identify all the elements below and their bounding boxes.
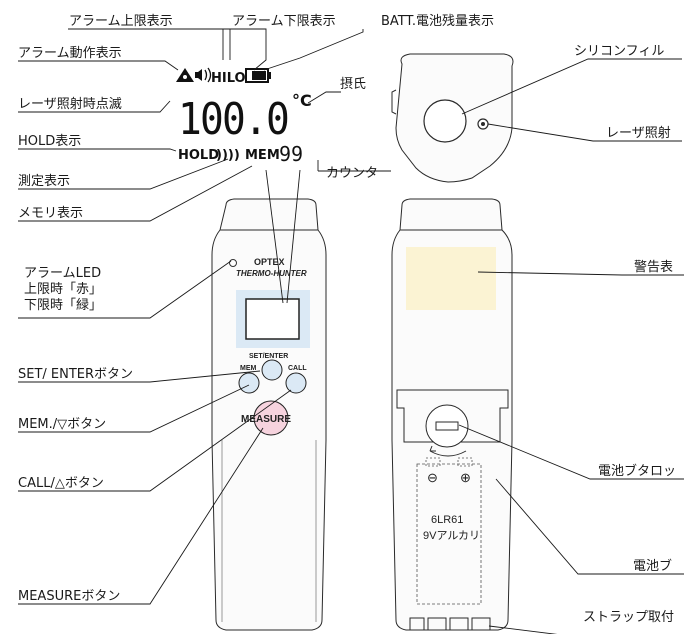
minus-terminal: ⊖ bbox=[427, 470, 438, 485]
battery-outline bbox=[416, 463, 482, 605]
label-alarm-led-2: 上限時「赤」 bbox=[24, 282, 102, 297]
lcd-temperature: 100.0 bbox=[178, 94, 288, 145]
lcd-closeup: HILO 100.0 °C HOLD )))) MEM 99 bbox=[176, 67, 312, 166]
labels: アラーム上限表示 アラーム下限表示 BATT.電池残量表示 アラーム動作表示 レ… bbox=[18, 14, 676, 625]
alarm-triangle-dot bbox=[183, 75, 187, 79]
battery-icon bbox=[245, 68, 271, 83]
lcd-hold: HOLD bbox=[178, 148, 219, 163]
battery-terminal-right bbox=[457, 457, 473, 467]
device-back: ⊖ ⊕ 6LR61 9Vアルカリ bbox=[391, 198, 513, 631]
sensor-head bbox=[391, 53, 514, 183]
label-laser-emit: レーザ照射 bbox=[606, 125, 671, 141]
label-measuring: 測定表示 bbox=[18, 174, 70, 189]
display-screen bbox=[245, 298, 300, 340]
label-mem-button: MEM./▽ボタン bbox=[18, 417, 106, 432]
model-name: THERMO-HUNTER bbox=[236, 269, 307, 278]
lcd-hilo: HILO bbox=[211, 71, 246, 86]
label-warning: 警告表 bbox=[634, 259, 673, 275]
lcd-celsius-unit: °C bbox=[292, 91, 312, 110]
mem-label: MEM bbox=[240, 365, 257, 372]
battery-desc: 9Vアルカリ bbox=[423, 529, 480, 542]
label-laser-blink: レーザ照射時点滅 bbox=[18, 96, 122, 112]
alarm-led bbox=[229, 259, 237, 267]
label-batt: BATT.電池残量表示 bbox=[381, 14, 494, 29]
rotate-arrowhead-icon bbox=[429, 445, 436, 452]
label-battery-lock: 電池ブタロッ bbox=[598, 463, 676, 479]
label-alarm-led-1: アラームLED bbox=[24, 266, 101, 281]
set-enter-label: SET/ENTER bbox=[249, 353, 288, 360]
device-front: OPTEX THERMO-HUNTER SET/ENTER MEM CALL M… bbox=[211, 198, 327, 631]
label-silicone-filter: シリコンフィル bbox=[574, 44, 664, 59]
mem-button[interactable] bbox=[238, 372, 260, 394]
rotate-arrow-icon bbox=[429, 450, 467, 457]
label-memory: メモリ表示 bbox=[18, 206, 83, 221]
call-button[interactable] bbox=[285, 372, 307, 394]
label-alarm-upper: アラーム上限表示 bbox=[69, 14, 173, 29]
strap-holes bbox=[409, 617, 491, 630]
label-celsius: 摂氏 bbox=[340, 76, 366, 92]
battery-terminal-left bbox=[425, 457, 441, 467]
label-call-button: CALL/△ボタン bbox=[18, 476, 104, 491]
brand-logo: OPTEX bbox=[254, 257, 285, 267]
leader-lines bbox=[18, 28, 684, 634]
warning-label-area bbox=[406, 247, 496, 310]
label-hold: HOLD表示 bbox=[18, 134, 81, 149]
label-alarm-action: アラーム動作表示 bbox=[18, 46, 122, 61]
lcd-mem: MEM bbox=[245, 148, 280, 163]
label-strap: ストラップ取付 bbox=[583, 610, 674, 625]
measure-button[interactable] bbox=[253, 400, 289, 436]
label-measure-button: MEASUREボタン bbox=[18, 589, 120, 604]
set-enter-button[interactable] bbox=[261, 359, 283, 381]
label-battery-cover: 電池ブ bbox=[633, 558, 672, 574]
call-label: CALL bbox=[288, 365, 307, 372]
battery-lock-slot bbox=[435, 421, 459, 431]
silicone-filter-lens bbox=[423, 99, 467, 143]
laser-emitter-core bbox=[481, 122, 485, 126]
label-alarm-led-3: 下限時「緑」 bbox=[24, 298, 102, 313]
sensor-head-notch-left bbox=[391, 89, 397, 115]
sound-wave-icon bbox=[204, 67, 212, 83]
plus-terminal: ⊕ bbox=[460, 470, 471, 485]
speaker-icon bbox=[195, 69, 202, 81]
lcd-measuring-waves: )))) bbox=[216, 148, 240, 163]
battery-type: 6LR61 bbox=[431, 514, 463, 526]
label-alarm-lower: アラーム下限表示 bbox=[232, 14, 336, 29]
measure-label: MEASURE bbox=[241, 414, 291, 425]
lcd-counter: 99 bbox=[279, 142, 303, 166]
label-counter: カウンタ bbox=[326, 166, 378, 181]
label-set-enter-button: SET/ ENTERボタン bbox=[18, 367, 133, 382]
